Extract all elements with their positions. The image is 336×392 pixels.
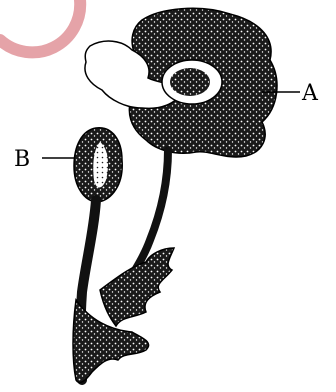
flower-bud	[74, 128, 122, 202]
label-b: B	[14, 147, 30, 172]
watermark-arc	[0, 0, 80, 52]
label-a: A	[301, 81, 319, 106]
